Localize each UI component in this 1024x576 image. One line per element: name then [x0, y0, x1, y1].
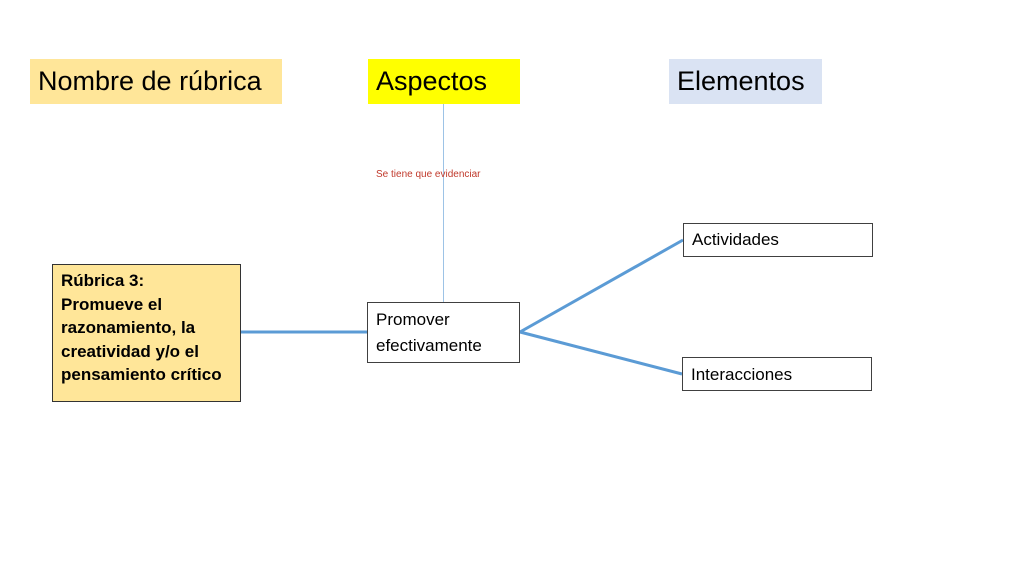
- header-aspects: Aspectos: [368, 59, 520, 104]
- connector-promover-to-interacciones: [519, 330, 683, 376]
- element-box-interacciones: Interacciones: [682, 357, 872, 391]
- rubric-line: razonamiento, la: [61, 318, 196, 337]
- rubric-line: creatividad y/o el: [61, 341, 199, 361]
- aspect-box-promover: Promover efectivamente: [367, 302, 520, 363]
- header-elements: Elementos: [669, 59, 822, 104]
- rubric-line: Promueve el: [61, 294, 163, 314]
- connector-promover-to-actividades: [519, 238, 684, 334]
- rubric-box: Rúbrica 3: Promueve el razonamiento, la …: [52, 264, 241, 402]
- rubric-line: Rúbrica 3:: [61, 271, 145, 290]
- rubric-line: pensamiento crítico: [61, 365, 222, 384]
- header-rubric-name: Nombre de rúbrica: [30, 59, 282, 104]
- connector-note: Se tiene que evidenciar: [376, 169, 481, 180]
- element-box-actividades: Actividades: [683, 223, 873, 257]
- aspect-line: Promover: [376, 310, 450, 329]
- aspect-line: efectivamente: [376, 336, 482, 355]
